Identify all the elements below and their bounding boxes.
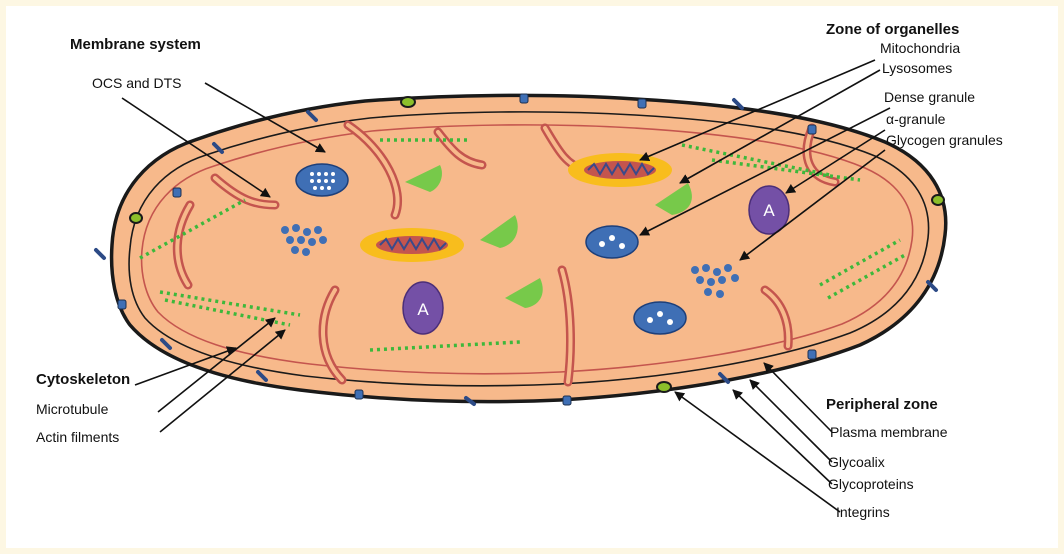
- label-mitochondria: Mitochondria: [880, 41, 960, 55]
- heading-peripheral-zone: Peripheral zone: [826, 397, 938, 412]
- platelet-cell-body: [112, 95, 946, 401]
- label-lysosomes: Lysosomes: [882, 61, 952, 75]
- label-dense-granule: Dense granule: [884, 90, 975, 104]
- alpha-granule-letter: A: [417, 300, 429, 319]
- label-glycoproteins: Glycoproteins: [828, 477, 914, 491]
- label-plasma-membrane: Plasma membrane: [830, 425, 948, 439]
- label-integrins: Integrins: [836, 505, 890, 519]
- label-glycogen-granules: Glycogen granules: [886, 133, 1003, 147]
- heading-cytoskeleton: Cytoskeleton: [36, 372, 130, 387]
- label-glycoalix: Glycoalix: [828, 455, 885, 469]
- label-alpha-granule: α-granule: [886, 112, 945, 126]
- label-actin-filaments: Actin filments: [36, 430, 119, 444]
- label-microtubule: Microtubule: [36, 402, 108, 416]
- heading-zone-of-organelles: Zone of organelles: [826, 22, 959, 37]
- label-ocs-dts: OCS and DTS: [92, 76, 181, 90]
- alpha-granule-letter: A: [763, 201, 775, 220]
- heading-membrane-system: Membrane system: [70, 37, 201, 52]
